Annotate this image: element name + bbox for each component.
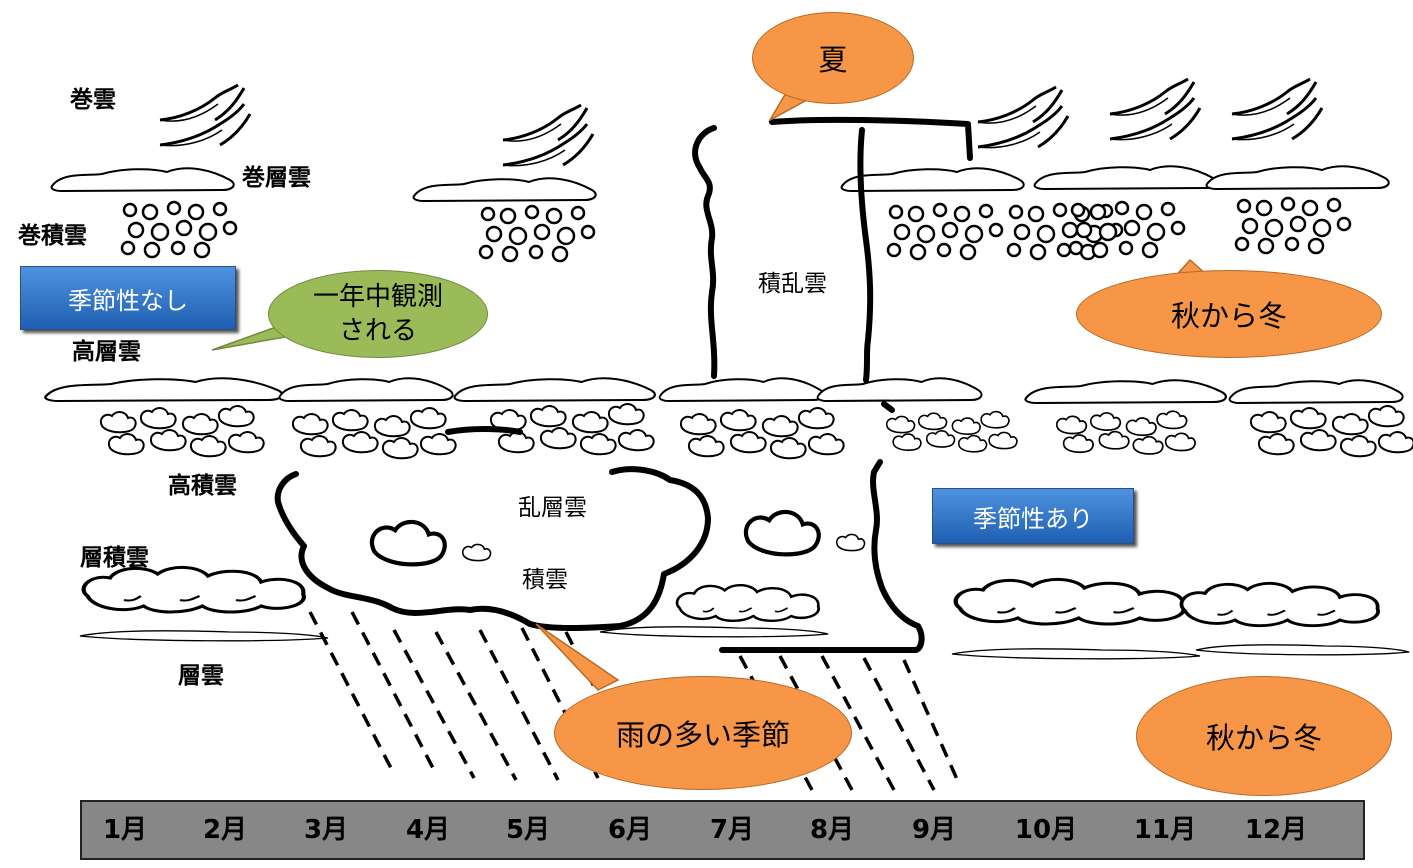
month-label: 4月 (405, 815, 451, 845)
bubble-rainy-season-text: 雨の多い季節 (615, 718, 790, 752)
month-label: 5月 (505, 815, 551, 845)
month-label: 11月 (1133, 815, 1197, 845)
month-label: 8月 (809, 815, 855, 845)
label-stratocumulus: 層積雲 (80, 545, 149, 571)
bubble-all-year-text: 一年中観測 される (312, 282, 443, 346)
month-label: 3月 (303, 815, 349, 845)
label-cumulonimbus: 積乱雲 (758, 271, 827, 297)
bubble-autumn-winter-top: 秋から冬 (1076, 270, 1382, 358)
label-altocumulus: 高積雲 (168, 473, 237, 499)
month-label: 2月 (202, 815, 248, 845)
month-label: 7月 (709, 815, 755, 845)
bubble-autumn-winter-bottom: 秋から冬 (1136, 676, 1392, 796)
bubble-autumn-winter-top-text: 秋から冬 (1170, 299, 1287, 333)
label-cumulus: 積雲 (522, 567, 568, 593)
label-cirrus: 巻雲 (70, 87, 116, 113)
box-seasonal: 季節性あり (932, 488, 1134, 544)
month-label: 1月 (102, 815, 148, 845)
box-no-season-text: 季節性なし (68, 286, 188, 315)
month-label: 9月 (911, 815, 957, 845)
month-label: 12月 (1244, 815, 1308, 845)
bubble-autumn-winter-bottom-text: 秋から冬 (1205, 721, 1322, 755)
month-label: 10月 (1014, 815, 1078, 845)
month-label: 6月 (607, 815, 653, 845)
label-stratus: 層雲 (178, 663, 224, 689)
bubble-summer: 夏 (752, 12, 914, 104)
label-nimbostratus: 乱層雲 (518, 495, 587, 521)
label-altostratus: 高層雲 (72, 339, 141, 365)
bubble-rainy-season: 雨の多い季節 (554, 676, 852, 790)
bubble-all-year: 一年中観測 される (268, 270, 488, 358)
box-seasonal-text: 季節性あり (973, 504, 1093, 533)
box-no-season: 季節性なし (20, 266, 236, 330)
month-timeline: 1月 2月 3月 4月 5月 6月 7月 8月 9月 10月 11月 12月 (80, 800, 1365, 860)
bubble-summer-text: 夏 (818, 43, 848, 77)
label-cirrostratus: 巻層雲 (242, 165, 311, 191)
label-cirrocumulus: 巻積雲 (18, 223, 87, 249)
